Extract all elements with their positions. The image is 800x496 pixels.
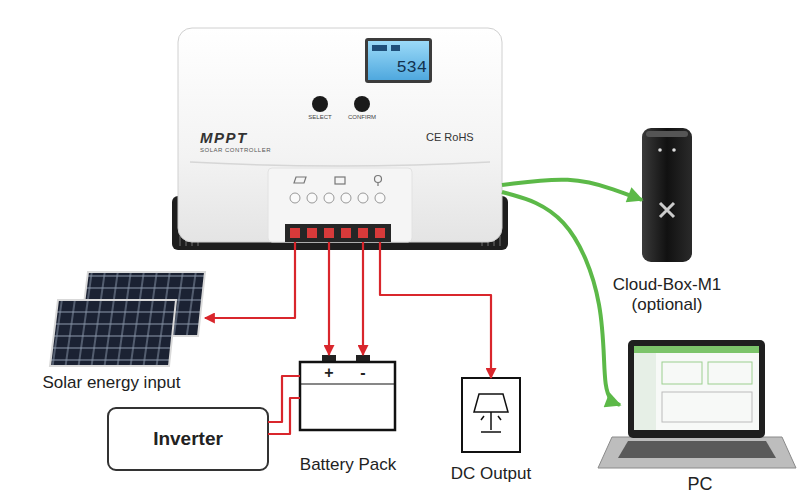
node-label: Inverter — [108, 428, 268, 450]
terminal-screw — [341, 193, 351, 203]
node-label: CONFIRM — [342, 114, 382, 121]
node-label: PC — [670, 474, 730, 495]
lamp-frame — [462, 378, 520, 452]
cloud-box-top — [646, 131, 688, 137]
cloud-box-body — [642, 128, 692, 262]
node-label: Battery Pack — [278, 455, 418, 475]
lcd-screen — [368, 41, 429, 80]
terminal-screw — [324, 193, 334, 203]
node-label: 534 — [385, 58, 427, 78]
dc-output-lamp: DC Output — [462, 378, 520, 452]
panel-icon — [294, 177, 306, 183]
node-label: + — [321, 364, 337, 382]
power-wire — [328, 242, 330, 355]
laptop-keyboard — [618, 441, 776, 458]
controller-box: 534MPPTSOLAR CONTROLLER SELECTCONFIRM CE R… — [178, 28, 502, 242]
node-label: SOLAR CONTROLLER — [200, 147, 320, 154]
app-sidebar — [634, 353, 656, 430]
power-wire — [205, 242, 295, 318]
app-header — [634, 346, 759, 353]
terminal-panel — [268, 168, 412, 242]
cloud-box-led — [658, 148, 662, 152]
terminal-screw — [358, 193, 368, 203]
solar-panel — [50, 300, 176, 366]
battery-lid-line — [300, 383, 395, 384]
power-wire — [380, 242, 491, 378]
lcd-icon — [372, 45, 387, 51]
terminal-screw — [290, 193, 300, 203]
cloud-box-logo — [660, 203, 674, 217]
inverter-box: Inverter — [108, 408, 268, 470]
terminal-screw — [375, 193, 385, 203]
connector-group — [205, 180, 642, 434]
node-label: MPPT — [200, 129, 290, 146]
solar-panel-group: Solar energy input — [52, 272, 205, 367]
terminal-socket — [341, 228, 351, 238]
terminal-screw — [307, 193, 317, 203]
cloud-box: Cloud-Box-M1 (optional) — [642, 128, 692, 262]
battery-pack: +-Battery Pack — [300, 355, 395, 430]
data-link-arrow — [502, 180, 642, 200]
node-label: DC Output — [431, 464, 551, 484]
app-panel — [708, 362, 752, 384]
select-button — [312, 96, 328, 112]
body-step-line — [190, 162, 490, 166]
terminal-socket — [375, 228, 385, 238]
node-label: SELECT — [300, 114, 340, 121]
node-label: Cloud-Box-M1 (optional) — [602, 275, 732, 314]
lcd-display: 534 — [365, 38, 432, 83]
bulb-icon — [375, 176, 382, 183]
node-label: CE RoHS — [426, 131, 486, 144]
terminal-socket — [358, 228, 368, 238]
node-label: - — [355, 364, 371, 382]
power-wire — [362, 242, 364, 355]
lamp-shade — [474, 394, 508, 412]
controller-body — [178, 28, 502, 242]
terminal-socket — [290, 228, 300, 238]
laptop-screen-frame — [628, 340, 765, 438]
terminal-socket — [324, 228, 334, 238]
laptop-screen — [634, 346, 759, 430]
bulb-icon — [377, 183, 378, 186]
lcd-icon — [391, 45, 400, 51]
laptop-base — [598, 437, 796, 468]
terminal-block — [285, 224, 391, 242]
pc-laptop: PC — [620, 340, 772, 470]
power-wire — [268, 376, 300, 422]
data-link-arrow — [502, 192, 620, 405]
node-label: Solar energy input — [24, 373, 199, 393]
power-wire — [268, 398, 300, 434]
battery-body — [300, 362, 395, 430]
inverter-box — [108, 408, 268, 470]
battery-icon — [335, 177, 345, 184]
app-panel — [662, 362, 702, 384]
display-frame — [365, 38, 432, 83]
lamp-stand — [481, 412, 501, 432]
terminal-socket — [307, 228, 317, 238]
cloud-box-led — [672, 148, 676, 152]
confirm-button — [354, 96, 370, 112]
app-panel — [662, 392, 752, 422]
